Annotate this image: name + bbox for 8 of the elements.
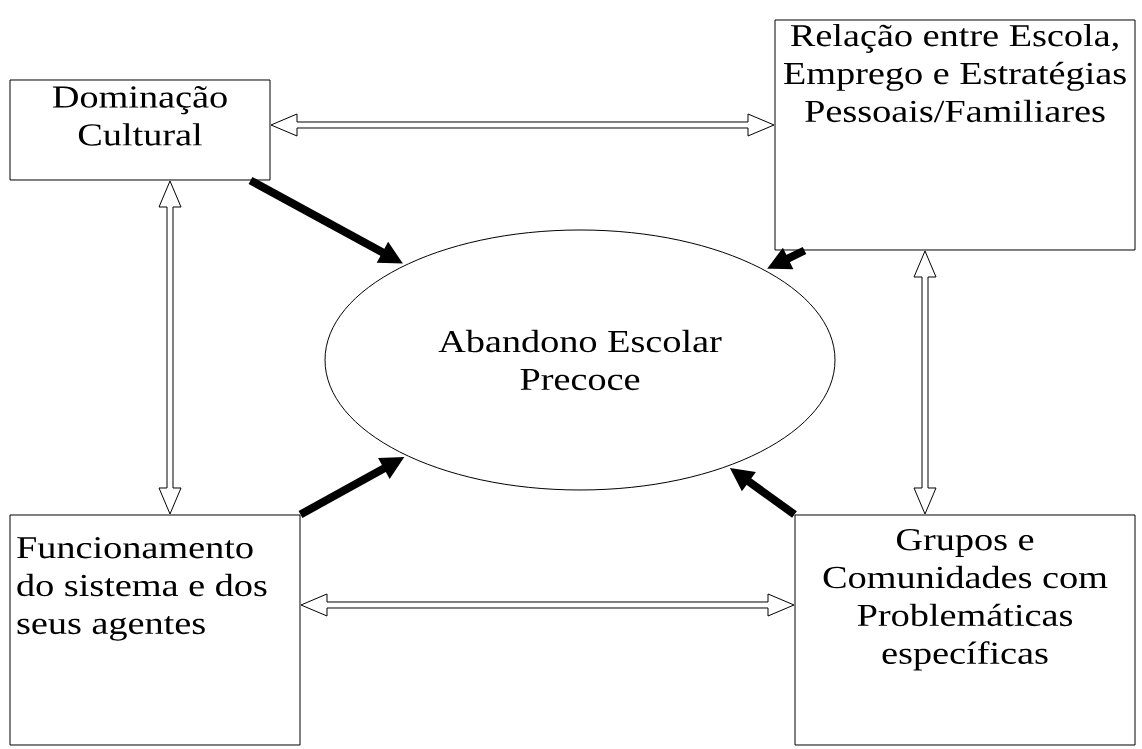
text-box: Relação entre Escola, Emprego e Estratégias Pessoais/Familiares — [774, 19, 1136, 251]
hollow-arrow — [158, 180, 182, 515]
text-box: Grupos e Comunidades com Problemáticas específicas — [794, 514, 1136, 746]
hollow-arrow — [300, 593, 795, 617]
text-box: Funcionamento do sistema e dos seus agentes — [9, 514, 301, 746]
hollow-arrow — [270, 113, 775, 137]
hollow-arrow — [913, 250, 937, 515]
text-box: Dominação Cultural — [9, 79, 271, 181]
